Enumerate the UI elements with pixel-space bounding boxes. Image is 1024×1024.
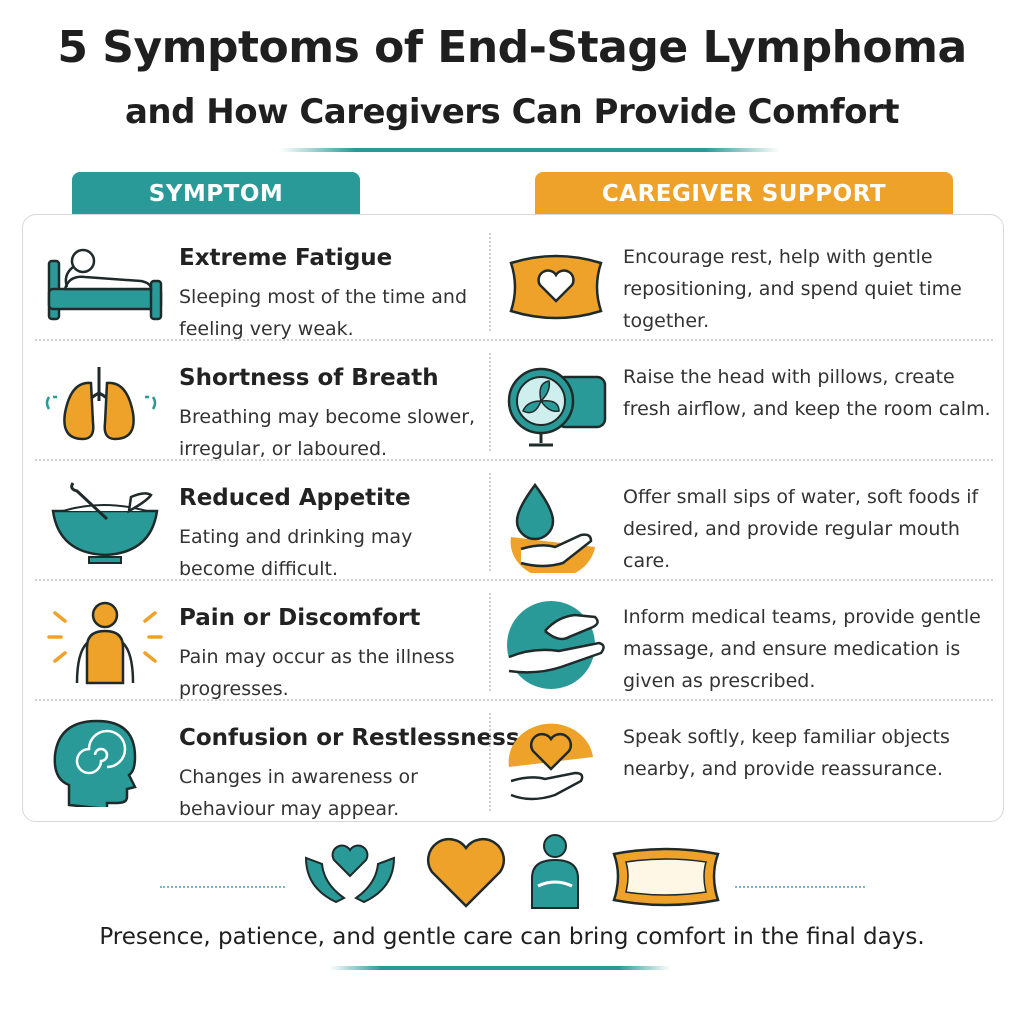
footer-divider-left — [160, 886, 285, 888]
head-spiral-icon — [53, 719, 137, 807]
caregiver-support-text: Encourage rest, help with gentle reposit… — [623, 246, 962, 332]
title-underline — [280, 148, 780, 152]
body-pain-icon — [47, 601, 163, 685]
caregiver-support-text: Raise the head with pillows, create fres… — [623, 366, 991, 420]
bowl-spoon-icon — [51, 482, 159, 564]
page-subtitle: and How Caregivers Can Provide Comfort — [124, 92, 900, 132]
symptom-description: Pain may occur as the illness progresses… — [179, 646, 455, 700]
caregiver-support-text: Inform medical teams, provide gentle mas… — [623, 606, 981, 692]
symptom-title: Shortness of Breath — [179, 365, 439, 391]
row-divider — [35, 579, 993, 581]
heart-hand-icon — [508, 723, 593, 801]
page-title: 5 Symptoms of End-Stage Lymphoma — [57, 22, 967, 73]
symptom-column-header: SYMPTOM — [72, 172, 360, 216]
symptom-title: Reduced Appetite — [179, 485, 411, 511]
lungs-icon — [45, 367, 157, 441]
footer-divider-right — [735, 886, 865, 888]
column-divider — [489, 713, 491, 811]
symptom-title: Extreme Fatigue — [179, 245, 393, 271]
table-row: Pain or Discomfort Pain may occur as the… — [23, 583, 1005, 701]
caregiver-hug-icon — [531, 834, 579, 909]
caregiver-support-text: Offer small sips of water, soft foods if… — [623, 486, 979, 572]
table-row: Confusion or Restlessness Changes in awa… — [23, 703, 1005, 821]
bed-icon — [47, 248, 163, 321]
symptom-description: Sleeping most of the time and feeling ve… — [179, 286, 468, 340]
pillow-icon — [612, 847, 720, 907]
column-divider — [489, 353, 491, 451]
column-divider — [489, 473, 491, 571]
table-row: Shortness of Breath Breathing may become… — [23, 343, 1005, 461]
symptom-title: Confusion or Restlessness — [179, 725, 520, 751]
table-row: Extreme Fatigue Sleeping most of the tim… — [23, 223, 1005, 341]
column-divider — [489, 593, 491, 691]
tagline-underline — [330, 966, 670, 970]
pillow-heart-icon — [509, 254, 603, 320]
symptom-description: Changes in awareness or behaviour may ap… — [179, 766, 418, 820]
symptom-description: Breathing may become slower, irregular, … — [179, 406, 476, 460]
symptom-support-table: Extreme Fatigue Sleeping most of the tim… — [22, 214, 1004, 822]
row-divider — [35, 699, 993, 701]
symptom-description: Eating and drinking may become difficult… — [179, 526, 413, 580]
water-drop-hand-icon — [510, 482, 595, 573]
symptom-title: Pain or Discomfort — [179, 605, 421, 631]
caregiver-support-text: Speak softly, keep familiar objects near… — [623, 726, 950, 780]
row-divider — [35, 459, 993, 461]
hands-heart-icon — [304, 844, 396, 904]
footer-tagline: Presence, patience, and gentle care can … — [99, 924, 925, 950]
table-row: Reduced Appetite Eating and drinking may… — [23, 463, 1005, 581]
caregiver-support-column-header: CAREGIVER SUPPORT — [535, 172, 953, 216]
column-divider — [489, 233, 491, 331]
massage-hands-icon — [507, 601, 605, 689]
heart-icon — [427, 838, 505, 908]
footer-icon-row — [290, 832, 750, 922]
fan-pillow-icon — [507, 367, 607, 447]
row-divider — [35, 339, 993, 341]
